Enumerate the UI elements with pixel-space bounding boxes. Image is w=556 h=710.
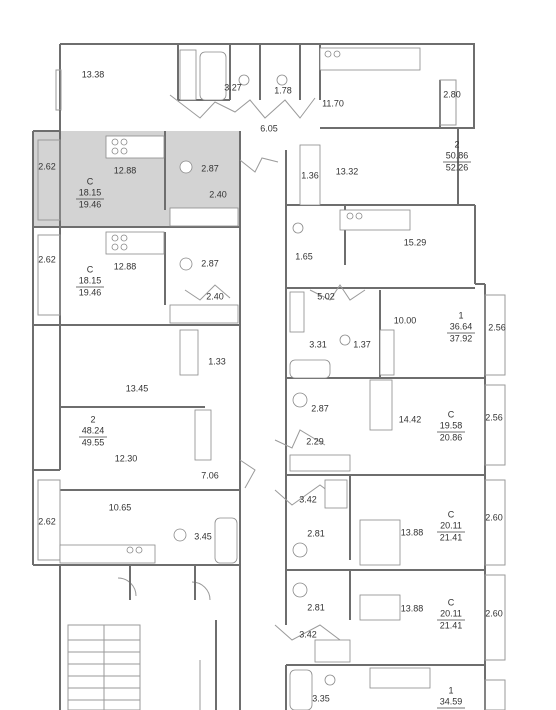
room-area-label: 2.87	[311, 403, 329, 413]
apartment-type-label: 2	[454, 139, 459, 149]
apartment-total-label: 19.46	[79, 199, 102, 209]
apartment-type-label: С	[87, 264, 94, 274]
room-area-label: 2.60	[485, 608, 503, 618]
staircase	[67, 624, 141, 710]
room-area-label: 2.29	[306, 436, 324, 446]
apartment-type-label: 2	[90, 414, 95, 424]
apartment-type-label: С	[448, 509, 455, 519]
room-area-label: 1.37	[353, 339, 371, 349]
apartment-area-label: 18.15	[79, 275, 102, 285]
room-area-label: 13.38	[82, 69, 105, 79]
room-area-label: 1.36	[301, 170, 319, 180]
apartment-total-label: 52.26	[446, 162, 469, 172]
apartment-total-label: 20.86	[440, 432, 463, 442]
apartment-type-label: С	[448, 409, 455, 419]
apartment-area-label: 36.64	[450, 321, 473, 331]
room-area-label: 1.78	[274, 85, 292, 95]
room-area-label: 2.62	[38, 254, 56, 264]
room-area-label: 10.65	[109, 502, 132, 512]
room-area-label: 2.62	[38, 161, 56, 171]
room-area-label: 1.33	[208, 356, 226, 366]
apartment-area-label: 20.11	[440, 608, 462, 618]
room-area-label: 2.40	[206, 291, 224, 301]
apartment-total-label: 21.41	[440, 532, 463, 542]
apartment-type-label: С	[448, 597, 455, 607]
room-area-label: 13.32	[336, 166, 359, 176]
apartment-area-label: 18.15	[79, 187, 102, 197]
room-area-label: 15.29	[404, 237, 427, 247]
room-area-label: 13.88	[401, 527, 424, 537]
room-area-label: 3.35	[312, 693, 330, 703]
room-area-label: 12.88	[114, 165, 137, 175]
room-area-label: 12.88	[114, 261, 137, 271]
room-area-label: 2.56	[485, 412, 503, 422]
apartment-type-label: 1	[458, 310, 463, 320]
apartment-area-label: 50.86	[446, 150, 469, 160]
room-area-label: 2.87	[201, 258, 219, 268]
apartment-total-label: 19.46	[79, 287, 102, 297]
apartment-area-label: 19.58	[440, 420, 463, 430]
apartment-total-label: 37.92	[450, 333, 473, 343]
room-area-label: 3.31	[309, 339, 327, 349]
room-area-label: 11.70	[322, 98, 344, 108]
room-area-label: 7.06	[201, 470, 219, 480]
room-area-label: 14.42	[399, 414, 422, 424]
room-area-label: 13.88	[401, 603, 424, 613]
apartment-total-label: 49.55	[82, 437, 105, 447]
room-area-label: 3.45	[194, 531, 212, 541]
apartment-area-label: 48.24	[82, 425, 105, 435]
room-area-label: 2.80	[443, 89, 461, 99]
room-area-label: 3.42	[299, 494, 317, 504]
room-area-label: 2.56	[488, 322, 506, 332]
walls	[32, 43, 506, 710]
room-area-label: 12.30	[115, 453, 138, 463]
room-area-label: 10.00	[394, 315, 417, 325]
room-area-label: 5.02	[317, 291, 335, 301]
room-area-label: 2.87	[201, 163, 219, 173]
room-area-label: 2.40	[209, 189, 227, 199]
fixtures	[59, 47, 431, 710]
room-area-label: 2.81	[307, 528, 325, 538]
apartment-total-label: 21.41	[440, 620, 463, 630]
room-area-label: 1.65	[295, 251, 313, 261]
apartment-type-label: 1	[448, 685, 453, 695]
room-area-label: 3.27	[224, 82, 242, 92]
apartment-area-label: 34.59	[440, 696, 463, 706]
apartment-type-label: С	[87, 176, 94, 186]
room-area-label: 2.62	[38, 516, 56, 526]
room-area-label: 3.42	[299, 629, 317, 639]
room-area-label: 2.81	[307, 602, 325, 612]
room-area-label: 6.05	[260, 123, 278, 133]
apartment-area-label: 20.11	[440, 520, 462, 530]
room-area-label: 13.45	[126, 383, 149, 393]
room-area-label: 2.60	[485, 512, 503, 522]
